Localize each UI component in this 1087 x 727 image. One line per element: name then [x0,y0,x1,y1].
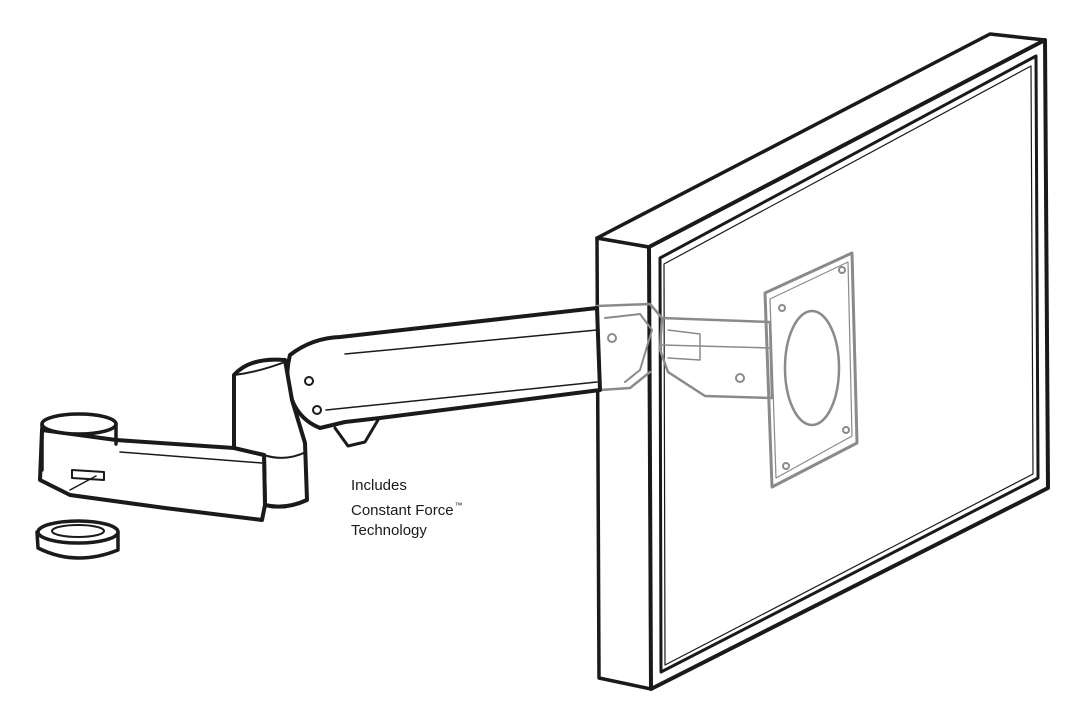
monitor [595,32,1050,691]
trademark-symbol: ™ [454,501,463,510]
cable-slot [71,469,105,481]
caption-line-1: Includes [351,477,407,494]
tilt-bracket [658,316,774,400]
caption-line-2-text: Constant Force [351,502,454,519]
feature-caption: Includes Constant Force™ Technology [351,476,463,541]
arm-pivot-screw [304,376,314,386]
monitor-front-bezel [647,38,1050,691]
monitor-arm [38,306,602,522]
vesa-center-opening [783,309,841,427]
upper-arm [285,306,602,430]
caption-line-2: Constant Force™ [351,496,463,521]
caption-line-3: Technology [351,522,427,539]
monitor-screen [658,54,1040,674]
collar-ring [35,519,120,560]
monitor-screen-inner-line [663,65,1034,666]
base-arm [38,428,267,522]
ghost-mount [595,251,859,489]
arm-tab [333,418,380,448]
pole-cap [40,412,118,436]
vesa-plate [763,251,859,489]
